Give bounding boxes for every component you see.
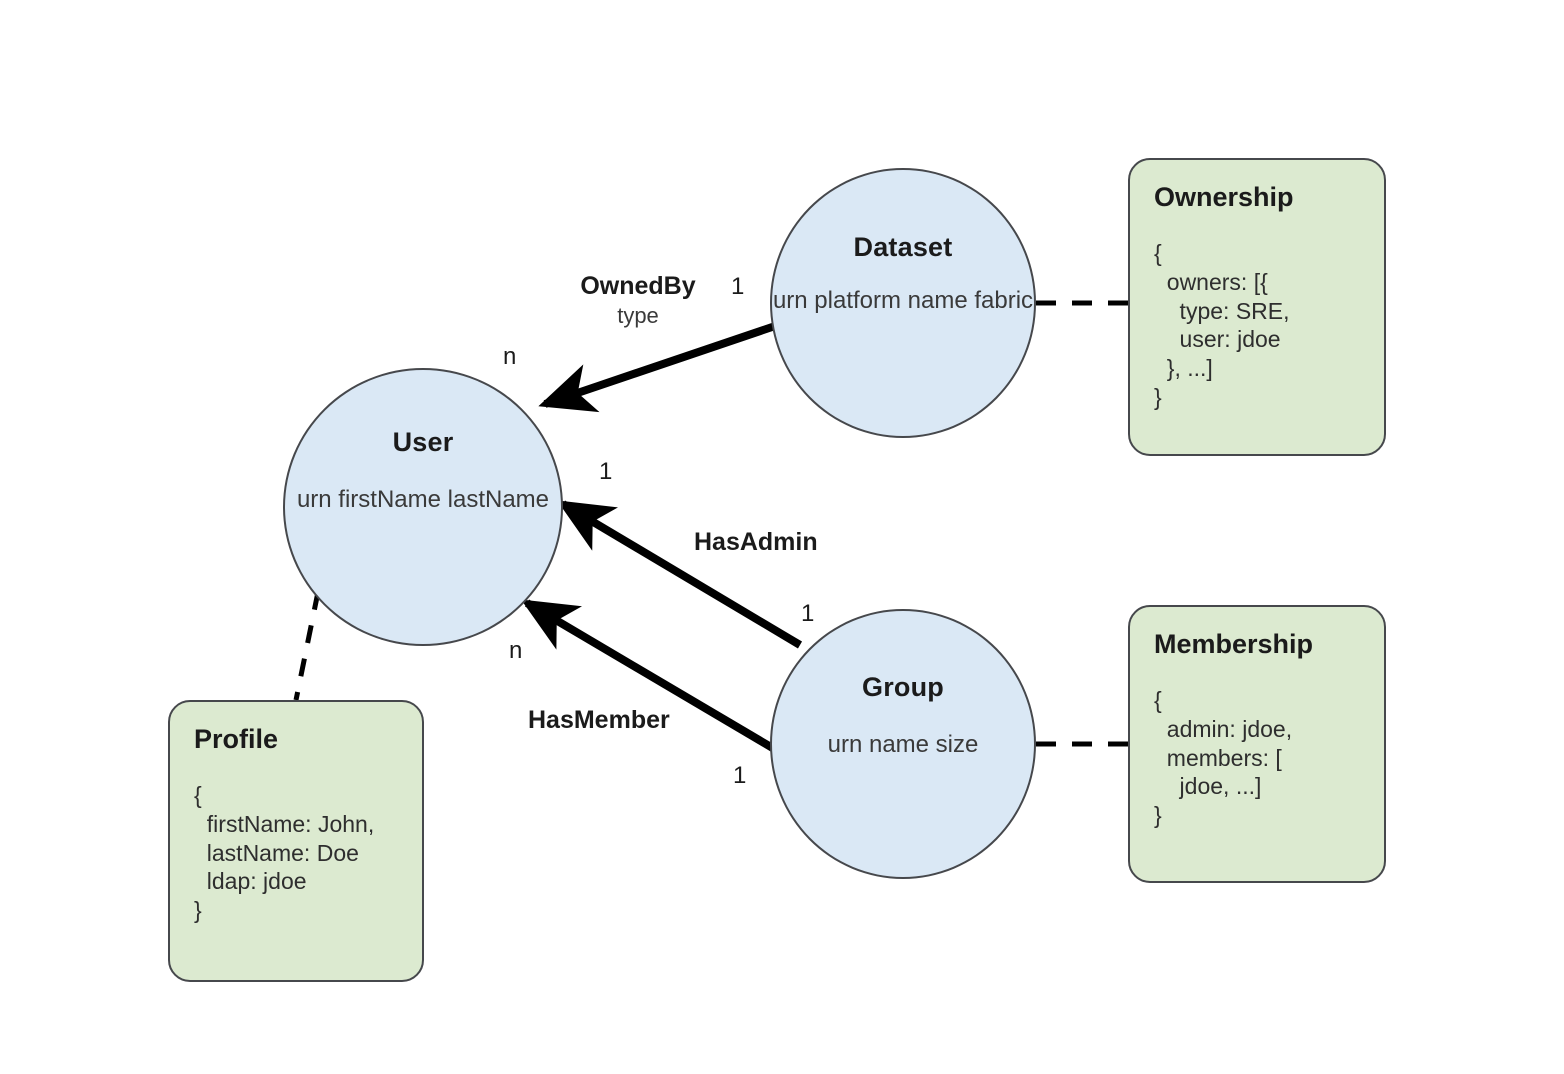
entity-user-title: User [392,427,454,457]
aspect-membership[interactable]: Membership { admin: jdoe, members: [ jdo… [1128,605,1386,883]
entity-group[interactable]: Group urn name size [770,609,1036,879]
aspect-profile[interactable]: Profile { firstName: John, lastName: Doe… [168,700,424,982]
edge-label-hasadmin-name: HasAdmin [694,528,818,556]
aspect-profile-body: { firstName: John, lastName: Doe ldap: j… [194,782,375,923]
aspect-membership-title: Membership [1154,629,1314,659]
entity-dataset-fields: urn platform name fabric [772,287,1034,314]
cardinality-hasadmin-source: 1 [801,600,815,627]
entity-user-fields: urn firstName lastName [296,486,550,513]
entity-group-title: Group [862,672,944,702]
edge-label-ownedby-attribute: type [617,303,659,328]
entity-user[interactable]: User urn firstName lastName [283,368,563,646]
edge-label-ownedby-name: OwnedBy [580,272,696,300]
cardinality-ownedby-target: n [503,343,517,370]
edge-hasmember [520,599,779,754]
cardinality-hasadmin-target: 1 [599,458,613,485]
cardinality-hasmember-source: 1 [733,762,747,789]
edge-ownedby [538,319,786,413]
aspect-ownership[interactable]: Ownership { owners: [{ type: SRE, user: … [1128,158,1386,456]
cardinality-ownedby-source: 1 [731,273,745,300]
entity-group-fields: urn name size [827,731,979,758]
aspect-profile-title: Profile [194,724,279,754]
entity-dataset[interactable]: Dataset urn platform name fabric [770,168,1036,438]
aspect-ownership-title: Ownership [1154,182,1294,212]
aspect-membership-body: { admin: jdoe, members: [ jdoe, ...] } [1154,687,1293,828]
entity-dataset-title: Dataset [853,232,953,262]
cardinality-hasmember-target: n [509,637,523,664]
edge-label-hasmember-name: HasMember [528,706,670,734]
edge-user-profile [293,591,321,701]
aspect-ownership-body: { owners: [{ type: SRE, user: jdoe }, ..… [1154,240,1290,410]
edge-label-ownedby: OwnedBy type [563,272,713,329]
edge-hasadmin [556,500,803,649]
